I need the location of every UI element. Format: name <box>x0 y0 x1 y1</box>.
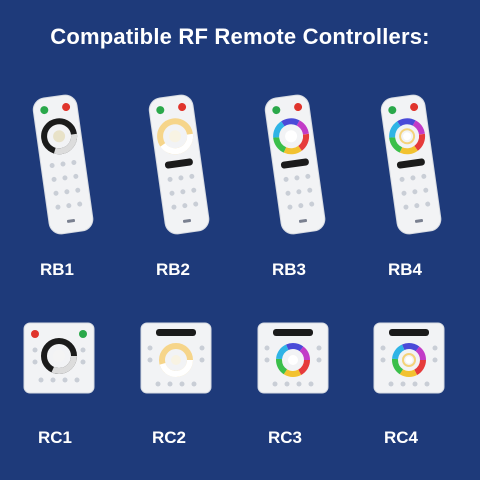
label-rc4: RC4 <box>383 428 418 447</box>
remote-rb3 <box>250 92 340 237</box>
label-rb1: RB1 <box>39 260 74 279</box>
remote-rb4 <box>366 92 456 237</box>
panel-rc2-image <box>140 322 212 394</box>
label-rc3: RC3 <box>267 428 302 447</box>
panel-rc1-image <box>23 322 95 394</box>
label-rb2: RB2 <box>155 260 190 279</box>
label-rc1: RC1 <box>37 428 72 447</box>
remote-rb2-image <box>148 94 210 235</box>
remote-rb2 <box>134 92 224 237</box>
remote-rb4-image <box>380 94 442 235</box>
remote-rb1-image <box>32 94 94 235</box>
remote-rb3-image <box>264 94 326 235</box>
panel-rc4-image <box>373 322 445 394</box>
remote-rb1 <box>18 92 108 237</box>
panel-rc3-image <box>257 322 329 394</box>
panel-rc4 <box>364 320 454 396</box>
panel-rc1 <box>14 320 104 396</box>
label-rb3: RB3 <box>271 260 306 279</box>
page-title: Compatible RF Remote Controllers: <box>50 24 430 49</box>
panel-rc3 <box>248 320 338 396</box>
panel-rc2 <box>131 320 221 396</box>
label-rc2: RC2 <box>151 428 186 447</box>
label-rb4: RB4 <box>387 260 422 279</box>
